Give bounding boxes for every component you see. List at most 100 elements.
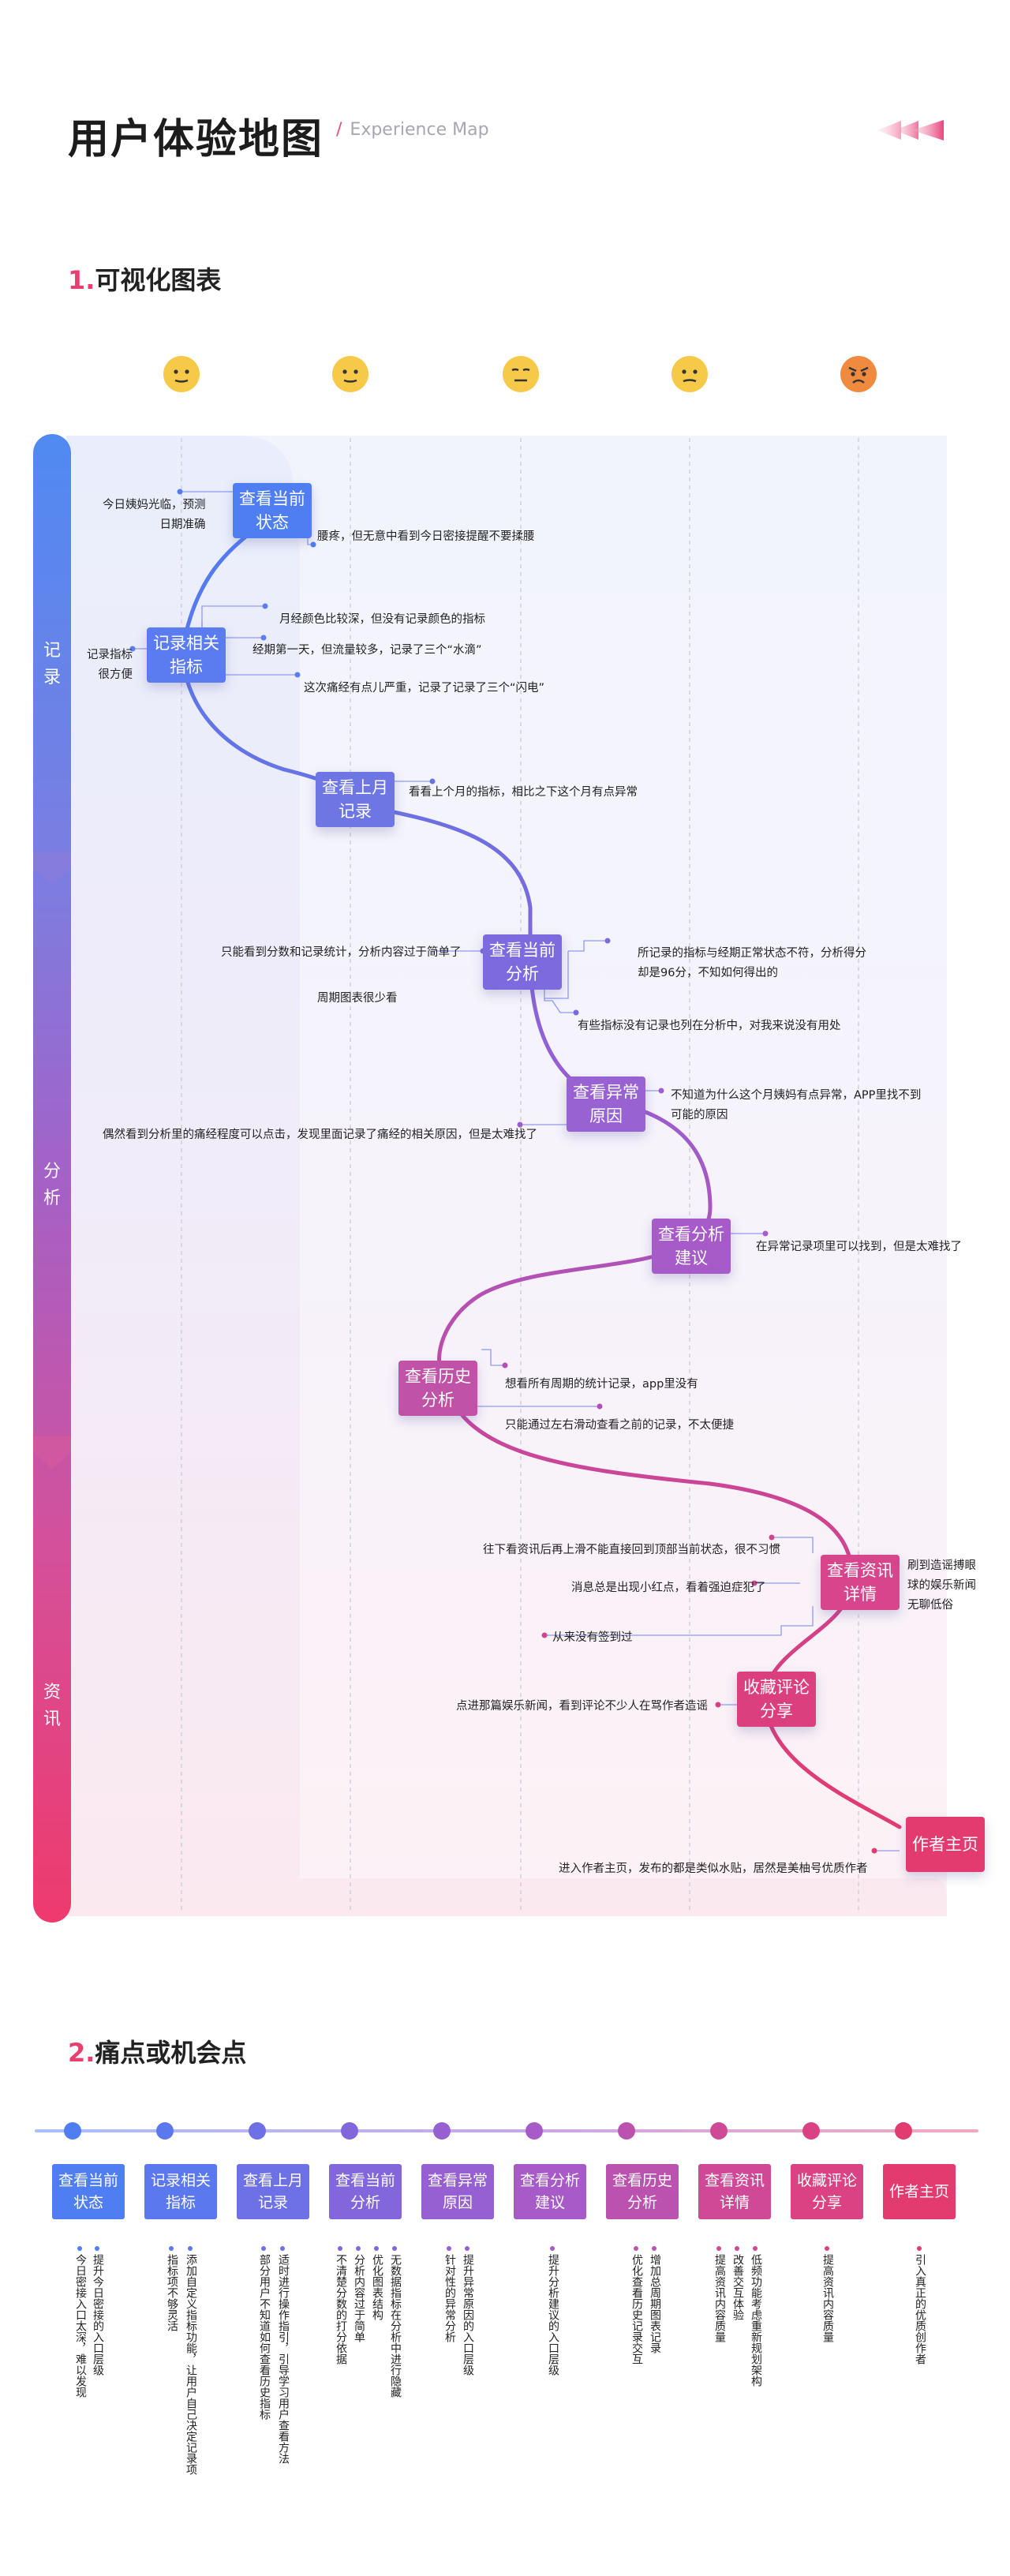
note: 在异常记录项里可以找到，但是太难找了 xyxy=(756,1241,962,1253)
bullet-dot xyxy=(465,2246,469,2251)
timeline-dot xyxy=(710,2122,728,2140)
section-number: 1. xyxy=(68,265,95,295)
stage-last-month-record[interactable]: 查看上月记录 xyxy=(316,772,395,827)
stage-anomaly-reason[interactable]: 查看异常原因 xyxy=(567,1076,645,1132)
stage-label: 查看上月记录 xyxy=(242,2172,303,2211)
stage-label: 查看当前分析 xyxy=(489,941,556,983)
bullet-dot xyxy=(392,2246,397,2251)
stage-article-details[interactable]: 查看资讯详情 xyxy=(821,1555,900,1610)
opportunity-text: 优化图表结构 xyxy=(371,2254,383,2320)
opportunity-stage[interactable]: 查看资讯详情 xyxy=(698,2164,771,2219)
opportunity-stage[interactable]: 查看当前分析 xyxy=(329,2164,402,2219)
opportunity-stage[interactable]: 作者主页 xyxy=(883,2164,956,2219)
bullet-dot xyxy=(356,2246,361,2251)
opportunity-text: 提高资讯内容质量 xyxy=(713,2254,726,2342)
stage-record-metrics[interactable]: 记录相关指标 xyxy=(147,627,226,683)
opportunity-stage[interactable]: 查看上月记录 xyxy=(237,2164,309,2219)
note: 消息总是出现小红点，看着强迫症犯了 xyxy=(571,1582,766,1594)
stage-label: 查看异常原因 xyxy=(427,2172,488,2211)
note: 看看上个月的指标，相比之下这个月有点异常 xyxy=(409,786,638,799)
note: 进入作者主页，发布的都是类似水贴，居然是美柚号优质作者 xyxy=(559,1863,868,1875)
opportunity-text: 不清楚分数的打分依据 xyxy=(335,2254,347,2364)
opportunity-stage[interactable]: 查看历史分析 xyxy=(606,2164,679,2219)
bullet-dot xyxy=(716,2246,721,2251)
opportunity-text: 提高资讯内容质量 xyxy=(821,2254,834,2342)
note: 刷到造谣搏眼 球的娱乐新闻 无聊低俗 xyxy=(907,1559,976,1612)
stage-label: 收藏评论分享 xyxy=(796,2172,857,2211)
opportunity-text: 提升分析建议的入口层级 xyxy=(547,2254,559,2376)
stage-history-analysis[interactable]: 查看历史分析 xyxy=(398,1361,477,1416)
neutral-face-icon xyxy=(503,356,539,392)
stage-label: 查看资讯详情 xyxy=(704,2172,765,2211)
phase-label-analyze: 分析 xyxy=(43,1162,61,1208)
opportunity-stage[interactable]: 查看异常原因 xyxy=(421,2164,494,2219)
note: 有些指标没有记录也列在分析中，对我来说没有用处 xyxy=(578,1020,841,1032)
timeline-dot xyxy=(618,2122,635,2140)
stage-label: 查看当前分析 xyxy=(335,2172,395,2211)
opportunity-text: 优化查看历史记录交互 xyxy=(630,2254,643,2364)
bullet-dot xyxy=(917,2246,922,2251)
note: 这次痛经有点儿严重，记录了记录了三个“闪电” xyxy=(304,682,545,695)
timeline-dot xyxy=(895,2122,912,2140)
neutral-face-icon xyxy=(332,356,368,392)
timeline-dot xyxy=(802,2122,820,2140)
opportunity-text: 低频功能考虑重新规划架构 xyxy=(750,2254,762,2387)
bullet-dot xyxy=(374,2246,379,2251)
timeline-dot xyxy=(526,2122,543,2140)
bullet-dot xyxy=(825,2246,829,2251)
phase-sidebar xyxy=(33,434,71,1923)
bullet-dot xyxy=(338,2246,342,2251)
timeline-dot xyxy=(341,2122,358,2140)
opportunity-text: 引入真正的优质创作者 xyxy=(914,2254,926,2364)
stage-author-homepage[interactable]: 作者主页 xyxy=(906,1817,985,1872)
opportunity-stage[interactable]: 查看分析建议 xyxy=(514,2164,586,2219)
column-guides xyxy=(181,438,859,1914)
opportunity-text: 无数据指标在分析中进行隐藏 xyxy=(389,2254,402,2398)
phase-label-record: 记录 xyxy=(43,641,61,687)
stage-label: 查看当前状态 xyxy=(58,2172,118,2211)
bullet-dot xyxy=(169,2246,174,2251)
note: 想看所有周期的统计记录，app里没有 xyxy=(505,1378,698,1391)
opportunity-text: 分析内容过于简单 xyxy=(353,2254,365,2342)
note: 腰疼，但无意中看到今日密接提醒不要揉腰 xyxy=(317,530,535,543)
stage-label: 查看异常原因 xyxy=(573,1083,639,1125)
note: 只能看到分数和记录统计，分析内容过于简单了 xyxy=(221,946,462,959)
section-label: 痛点或机会点 xyxy=(95,2038,247,2068)
stage-current-status[interactable]: 查看当前状态 xyxy=(233,483,312,538)
phase-label-info: 资讯 xyxy=(43,1683,61,1729)
note: 所记录的指标与经期正常状态不符，分析得分 却是96分，不知如何得出的 xyxy=(638,947,866,979)
bullet-dot xyxy=(550,2246,555,2251)
bullet-dot xyxy=(735,2246,739,2251)
note: 只能通过左右滑动查看之前的记录，不太便捷 xyxy=(505,1419,734,1432)
stage-label: 查看当前状态 xyxy=(239,489,305,532)
section-number: 2. xyxy=(68,2038,95,2068)
opportunity-text: 部分用户不知道如何查看历史指标 xyxy=(258,2254,271,2420)
note: 往下看资讯后再上滑不能直接回到顶部当前状态，很不习惯 xyxy=(483,1544,780,1556)
note: 记录指标 很方便 xyxy=(87,649,133,681)
bullet-dot xyxy=(753,2246,758,2251)
opportunity-text: 增加总周期图表记录 xyxy=(649,2254,661,2353)
opportunity-stage[interactable]: 记录相关指标 xyxy=(144,2164,217,2219)
section-heading-opportunities: 2.痛点或机会点 xyxy=(68,2033,246,2069)
bullet-dot xyxy=(652,2246,656,2251)
note: 点进那篇娱乐新闻，看到评论不少人在骂作者造谣 xyxy=(456,1700,708,1713)
neutral-face-icon xyxy=(163,356,200,392)
timeline-dot xyxy=(64,2122,81,2140)
stage-label: 查看分析建议 xyxy=(519,2172,580,2211)
stage-label: 查看资讯详情 xyxy=(827,1561,893,1604)
opportunity-stage[interactable]: 查看当前状态 xyxy=(52,2164,125,2219)
stage-current-analysis[interactable]: 查看当前分析 xyxy=(483,934,562,990)
note: 经期第一天，但流量较多，记录了三个“水滴” xyxy=(252,644,482,657)
timeline-dot xyxy=(156,2122,174,2140)
note: 月经颜色比较深，但没有记录颜色的指标 xyxy=(279,613,485,626)
bullet-dot xyxy=(188,2246,193,2251)
stage-label: 记录相关指标 xyxy=(153,634,219,676)
angry-face-icon xyxy=(840,356,877,392)
bullet-dot xyxy=(447,2246,451,2251)
opportunity-stage[interactable]: 收藏评论分享 xyxy=(791,2164,863,2219)
stage-collect-comment-share[interactable]: 收藏评论分享 xyxy=(737,1672,816,1727)
bullet-dot xyxy=(77,2246,82,2251)
opportunity-text: 提升异常原因的入口层级 xyxy=(462,2254,474,2376)
stage-analysis-advice[interactable]: 查看分析建议 xyxy=(652,1219,731,1274)
timeline-dot xyxy=(249,2122,266,2140)
